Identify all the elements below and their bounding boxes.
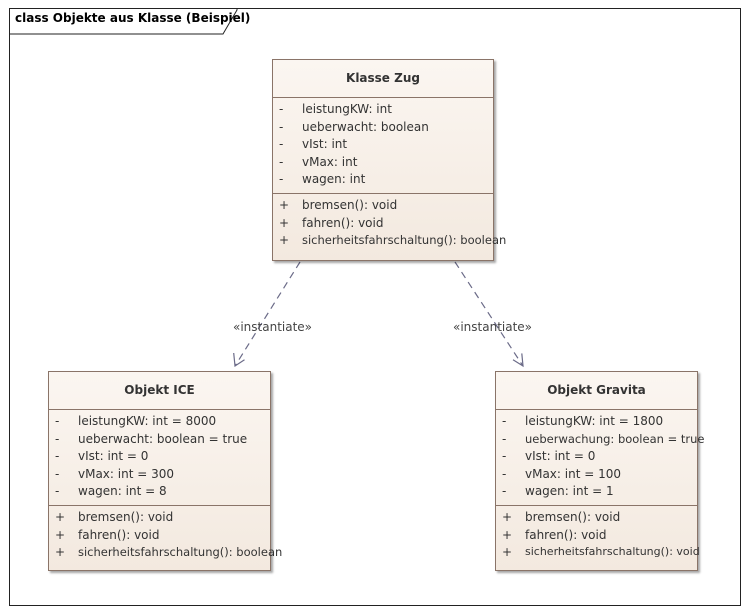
visibility-marker: + bbox=[279, 197, 290, 212]
visibility-marker: - bbox=[279, 119, 284, 134]
operation-text: bremsen(): void bbox=[302, 197, 398, 212]
visibility-marker: + bbox=[279, 233, 290, 248]
attribute-text: wagen: int = 1 bbox=[525, 484, 614, 499]
attribute-row[interactable]: - vMax: int = 300 bbox=[49, 466, 270, 484]
attribute-row[interactable]: - vMax: int bbox=[273, 154, 493, 172]
visibility-marker: - bbox=[55, 466, 60, 481]
class-zug-operations: + bremsen(): void + fahren(): void + sicher… bbox=[273, 192, 506, 254]
attribute-text: vMax: int bbox=[302, 154, 358, 169]
attribute-row[interactable]: - ueberwacht: boolean = true bbox=[49, 431, 270, 449]
visibility-marker: - bbox=[55, 449, 60, 464]
operation-row[interactable]: + fahren(): void bbox=[49, 527, 270, 545]
attribute-row[interactable]: - wagen: int = 8 bbox=[49, 483, 270, 501]
operation-row[interactable]: + sicherheitsfahrschaltung(): boolean bbox=[49, 544, 282, 562]
attribute-row[interactable]: - wagen: int = 1 bbox=[496, 483, 697, 501]
instantiate-connector-ice[interactable] bbox=[233, 261, 301, 368]
attribute-text: wagen: int = 8 bbox=[78, 484, 167, 499]
visibility-marker: - bbox=[279, 102, 284, 116]
diagram-frame bbox=[9, 8, 741, 606]
attribute-row[interactable]: - wagen: int bbox=[273, 171, 493, 189]
visibility-marker: - bbox=[502, 484, 507, 499]
attribute-text: leistungKW: int = 8000 bbox=[78, 414, 217, 428]
visibility-marker: - bbox=[502, 414, 507, 428]
visibility-marker: + bbox=[502, 527, 513, 542]
frame-title-tab bbox=[9, 8, 238, 35]
attribute-row[interactable]: - ueberwachung: boolean = true bbox=[496, 431, 704, 449]
attribute-row[interactable]: - vIst: int = 0 bbox=[49, 448, 270, 466]
visibility-marker: - bbox=[502, 466, 507, 481]
attribute-row[interactable]: - vMax: int = 100 bbox=[496, 466, 697, 484]
object-ice[interactable]: Objekt ICE - leistungKW: int = 8000 - uebe… bbox=[48, 371, 282, 571]
visibility-marker: + bbox=[55, 509, 66, 524]
visibility-marker: + bbox=[502, 545, 513, 560]
attribute-row[interactable]: - leistungKW: int = 1800 bbox=[496, 413, 697, 431]
visibility-marker: + bbox=[502, 509, 513, 524]
visibility-marker: + bbox=[55, 545, 66, 560]
frame-title: class Objekte aus Klasse (Beispiel) bbox=[15, 11, 251, 25]
object-gravita-operations: + bremsen(): void + fahren(): void + sicher… bbox=[496, 504, 700, 566]
attribute-row[interactable]: - vIst: int bbox=[273, 136, 493, 154]
operation-row[interactable]: + bremsen(): void bbox=[496, 509, 697, 527]
operation-row[interactable]: + bremsen(): void bbox=[49, 509, 270, 527]
visibility-marker: - bbox=[279, 154, 284, 169]
operation-text: bremsen(): void bbox=[78, 509, 174, 524]
attribute-text: vIst: int = 0 bbox=[525, 449, 596, 464]
object-ice-attributes: - leistungKW: int = 8000 - ueberwacht: boo… bbox=[49, 410, 270, 505]
attribute-text: wagen: int bbox=[302, 172, 366, 187]
attribute-row[interactable]: - ueberwacht: boolean bbox=[273, 119, 493, 137]
operation-text: sicherheitsfahrschaltung(): void bbox=[525, 545, 700, 559]
operation-text: sicherheitsfahrschaltung(): boolean bbox=[302, 233, 507, 248]
operation-row[interactable]: + fahren(): void bbox=[273, 215, 493, 233]
visibility-marker: - bbox=[502, 449, 507, 464]
operation-text: fahren(): void bbox=[78, 527, 160, 542]
operation-text: bremsen(): void bbox=[525, 509, 621, 524]
class-zug-attributes: - leistungKW: int - ueberwacht: boolean - v… bbox=[273, 98, 493, 193]
visibility-marker: - bbox=[502, 431, 507, 446]
attribute-text: ueberwacht: boolean = true bbox=[78, 431, 248, 446]
instantiate-label-ice: «instantiate» bbox=[233, 320, 313, 334]
class-zug-name: Klasse Zug bbox=[273, 60, 493, 98]
operation-row[interactable]: + fahren(): void bbox=[496, 527, 697, 545]
attribute-row[interactable]: - leistungKW: int bbox=[273, 101, 493, 119]
attribute-text: vMax: int = 100 bbox=[525, 466, 621, 481]
operation-text: fahren(): void bbox=[302, 215, 384, 230]
visibility-marker: + bbox=[279, 215, 290, 230]
attribute-text: vIst: int = 0 bbox=[78, 449, 149, 464]
attribute-row[interactable]: - leistungKW: int = 8000 bbox=[49, 413, 270, 431]
attribute-text: vMax: int = 300 bbox=[78, 466, 174, 481]
object-ice-name: Objekt ICE bbox=[49, 372, 270, 410]
visibility-marker: - bbox=[55, 484, 60, 499]
visibility-marker: + bbox=[55, 527, 66, 542]
attribute-row[interactable]: - vIst: int = 0 bbox=[496, 448, 697, 466]
operation-row[interactable]: + sicherheitsfahrschaltung(): boolean bbox=[273, 232, 506, 250]
visibility-marker: - bbox=[279, 137, 284, 152]
object-gravita-attributes: - leistungKW: int = 1800 - ueberwachung: b… bbox=[496, 410, 704, 505]
visibility-marker: - bbox=[55, 414, 60, 428]
operation-row[interactable]: + bremsen(): void bbox=[273, 197, 493, 215]
instantiate-connector-gravita[interactable] bbox=[454, 261, 524, 368]
visibility-marker: - bbox=[55, 431, 60, 446]
class-zug[interactable]: Klasse Zug - leistungKW: int - ueberwacht:… bbox=[272, 59, 506, 261]
operation-text: sicherheitsfahrschaltung(): boolean bbox=[78, 545, 283, 560]
object-gravita[interactable]: Objekt Gravita - leistungKW: int = 1800 -… bbox=[495, 371, 704, 571]
attribute-text: ueberwachung: boolean = true bbox=[525, 431, 705, 446]
operation-text: fahren(): void bbox=[525, 527, 607, 542]
instantiate-label-gravita: «instantiate» bbox=[453, 320, 533, 334]
attribute-text: leistungKW: int = 1800 bbox=[525, 414, 664, 428]
attribute-text: vIst: int bbox=[302, 137, 348, 152]
visibility-marker: - bbox=[279, 172, 284, 187]
object-gravita-name: Objekt Gravita bbox=[496, 372, 697, 410]
attribute-text: leistungKW: int bbox=[302, 102, 392, 116]
operation-row[interactable]: + sicherheitsfahrschaltung(): void bbox=[496, 544, 700, 562]
attribute-text: ueberwacht: boolean bbox=[302, 119, 429, 134]
object-ice-operations: + bremsen(): void + fahren(): void + sicher… bbox=[49, 504, 282, 566]
